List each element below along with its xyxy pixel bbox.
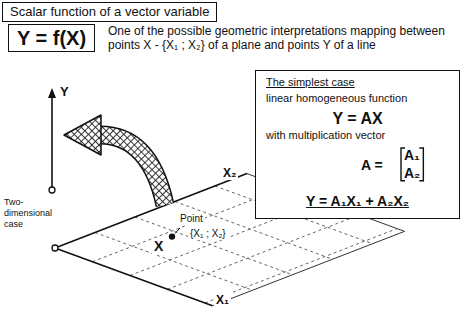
axis-label: X₂ — [221, 166, 238, 180]
arrow-head — [64, 115, 101, 155]
x1-axis — [55, 248, 213, 306]
grid-line — [168, 215, 360, 289]
plane-origin — [52, 245, 58, 251]
formula-box: Y = f(X) — [8, 24, 95, 52]
case-note: Two-dimensional case — [4, 197, 66, 229]
y-origin — [49, 187, 55, 193]
coordinate-label: {X₁ ; X₂} — [188, 228, 228, 240]
point-label: X — [152, 238, 165, 255]
grid-line — [135, 217, 293, 275]
box-text: linear homogeneous function — [266, 92, 407, 105]
case-box: The simplest case linear homogeneous func… — [255, 70, 460, 219]
formula-text: A = — [361, 157, 383, 174]
matrix-entry: A₁ — [404, 147, 420, 164]
box-text: with multiplication vector — [266, 129, 385, 142]
arrow-band-outline — [100, 135, 165, 205]
grid-line — [205, 229, 397, 303]
description-text: One of the possible geometric interpreta… — [108, 24, 458, 53]
formula-text: Y = AX — [332, 109, 382, 128]
y-line — [51, 94, 53, 187]
grid-line — [95, 233, 253, 291]
matrix-entry: A₂ — [404, 165, 420, 182]
axis-label: X₁ — [214, 293, 231, 307]
y-arrowhead — [48, 88, 56, 98]
mapping-arrow — [64, 115, 165, 205]
box-heading: The simplest case — [266, 76, 355, 89]
leader-line — [175, 228, 180, 234]
formula-text: Y = f(X) — [17, 26, 86, 50]
point-caption: Point — [178, 213, 205, 225]
formula-text: Y = A₁X₁ + A₂X₂ — [306, 193, 409, 210]
plane-axes — [55, 174, 247, 306]
title-box: Scalar function of a vector variable — [2, 2, 217, 22]
point-dot — [169, 233, 175, 239]
y-axis-line — [48, 88, 56, 193]
plane-edge — [213, 231, 405, 305]
arrow-band — [100, 135, 165, 205]
axis-label: Y — [60, 84, 69, 100]
